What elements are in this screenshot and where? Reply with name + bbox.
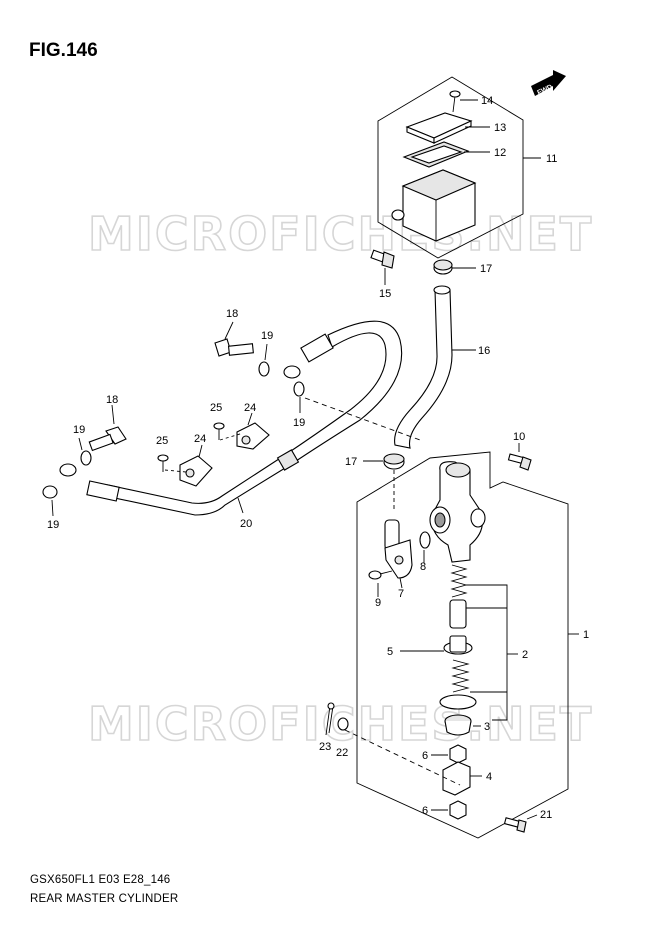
- part-20-brake-hose: [59, 320, 403, 516]
- figure-title: FIG.146: [29, 40, 98, 61]
- watermark-top: MICROFICHES.NET: [88, 207, 593, 261]
- part-2-piston-spring-kit: [449, 564, 518, 721]
- part-19-washer-c: [78, 437, 92, 466]
- callout-5: 5: [387, 646, 393, 658]
- callout-6-lower: 6: [422, 805, 428, 817]
- reservoir-tank: [391, 169, 477, 242]
- callout-8: 8: [420, 561, 426, 573]
- part-8-o-ring: [419, 531, 431, 563]
- callout-20: 20: [240, 518, 252, 530]
- part-5-seal: [400, 635, 473, 655]
- callout-18-lower: 18: [106, 394, 118, 406]
- part-25-screw-upper: [213, 422, 244, 441]
- part-9-screw: [368, 570, 393, 597]
- part-3-circlip: [439, 694, 477, 710]
- callout-7: 7: [398, 588, 404, 600]
- callout-19-c: 19: [73, 424, 85, 436]
- part-19-washer-a: [258, 343, 270, 377]
- callout-17-upper: 17: [480, 263, 492, 275]
- part-24-hose-clamp-upper: [236, 412, 270, 450]
- callout-19-b: 19: [293, 417, 305, 429]
- part-15-bolt: [370, 249, 395, 285]
- part-22-washer: [337, 717, 349, 731]
- part-19-washer-b: [293, 381, 305, 413]
- part-6-nut-upper: [431, 744, 467, 764]
- callout-24-upper: 24: [244, 402, 256, 414]
- assembly-name: REAR MASTER CYLINDER: [30, 893, 179, 905]
- part-19-washer-d: [42, 485, 58, 517]
- part-18-banjo-bolt-upper: [214, 321, 254, 357]
- reservoir-group-outline: [377, 76, 524, 259]
- callout-11: 11: [546, 153, 557, 165]
- part-17-hose-clamp-lower: [363, 453, 405, 510]
- part-18-banjo-bolt-lower: [88, 404, 127, 452]
- callout-19-a: 19: [261, 330, 273, 342]
- callout-9: 9: [375, 597, 381, 609]
- part-7-hose-fitting: [384, 519, 413, 589]
- callout-19-d: 19: [47, 519, 59, 531]
- callout-12: 12: [494, 147, 506, 159]
- callout-3: 3: [484, 721, 490, 733]
- callout-10: 10: [513, 431, 525, 443]
- callout-25-lower: 25: [156, 435, 168, 447]
- part-23-cotter-pin: [325, 702, 335, 736]
- part-3-boot: [444, 714, 481, 736]
- part-16-reservoir-hose: [394, 285, 476, 449]
- part-24-hose-clamp-lower: [179, 444, 213, 487]
- callout-23: 23: [319, 741, 331, 753]
- part-21-bolt: [503, 814, 538, 833]
- model-code: GSX650FL1 E03 E28_146: [30, 874, 171, 886]
- master-cylinder-group-outline: [356, 451, 579, 839]
- callout-6-upper: 6: [422, 750, 428, 762]
- callout-21: 21: [540, 809, 552, 821]
- callout-16: 16: [478, 345, 490, 357]
- callout-13: 13: [494, 122, 506, 134]
- callout-18-upper: 18: [226, 308, 238, 320]
- callout-22: 22: [336, 747, 348, 759]
- part-10-bolt: [507, 443, 532, 471]
- callout-25-upper: 25: [210, 402, 222, 414]
- callout-17-lower: 17: [345, 456, 357, 468]
- callout-15: 15: [379, 288, 391, 300]
- callout-14: 14: [481, 95, 493, 107]
- forward-arrow-icon: FWD: [531, 70, 566, 97]
- master-cylinder-body: [429, 461, 486, 563]
- part-14-screw: [449, 90, 478, 113]
- callout-24-lower: 24: [194, 433, 206, 445]
- callout-4: 4: [486, 771, 492, 783]
- part-4-clevis: [442, 761, 482, 796]
- callout-2: 2: [522, 649, 528, 661]
- part-13-reservoir-cap: [405, 112, 490, 144]
- callout-1: 1: [583, 629, 589, 641]
- part-6-nut-lower: [431, 800, 467, 820]
- part-17-hose-clamp-upper: [433, 259, 476, 275]
- part-25-screw-lower: [157, 454, 187, 473]
- part-12-diaphragm-plate: [402, 141, 490, 168]
